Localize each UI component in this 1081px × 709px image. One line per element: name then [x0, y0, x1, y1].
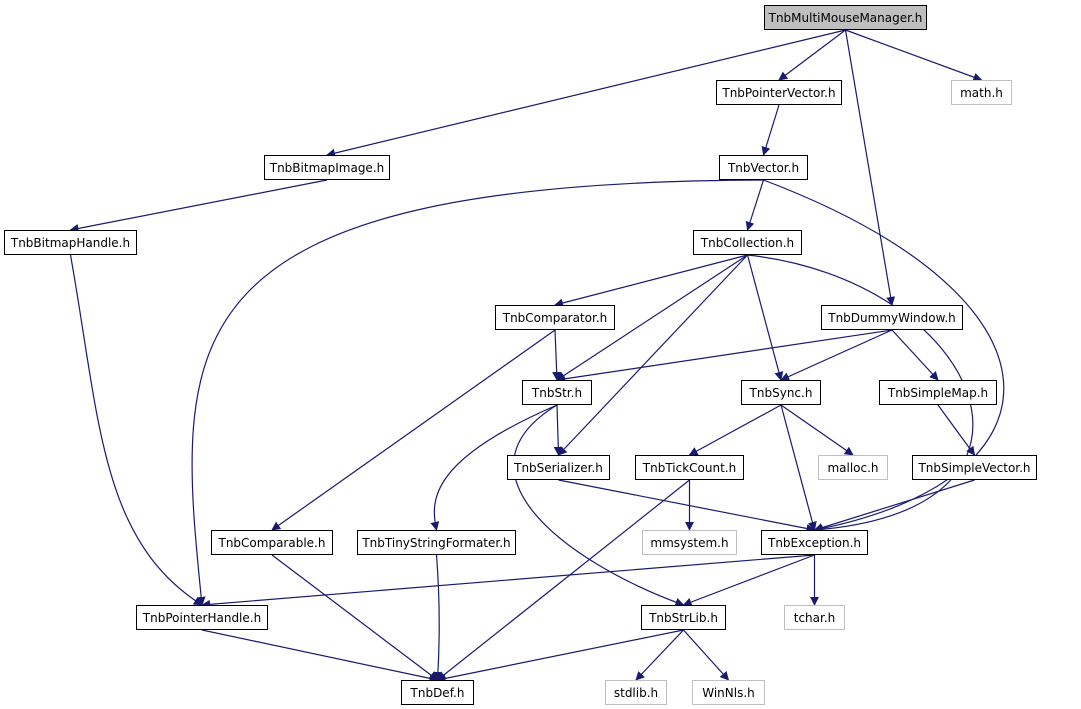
edge-comparable-def — [271, 554, 439, 681]
edge-smap-svec — [937, 404, 976, 456]
edge-strlib-stdlib — [635, 629, 684, 681]
edge-bmpimg-bmphdl — [69, 179, 328, 233]
node-strlib[interactable]: TnbStrLib.h — [641, 605, 726, 630]
node-sync[interactable]: TnbSync.h — [741, 380, 821, 405]
edge-svec-exc — [813, 479, 975, 532]
edge-vector-coll — [745, 179, 765, 231]
edge-dummy-sync — [780, 329, 893, 381]
node-bmphdl[interactable]: TnbBitmapHandle.h — [4, 230, 137, 255]
edge-dummy-smap — [891, 329, 939, 381]
node-svec[interactable]: TnbSimpleVector.h — [912, 455, 1037, 480]
node-tiny[interactable]: TnbTinyStringFormater.h — [357, 530, 516, 555]
edge-sync-malloc — [780, 404, 854, 456]
edge-coll-sync — [746, 254, 784, 381]
edge-mmm-dummy — [844, 29, 896, 306]
edge-str-tiny — [430, 404, 558, 531]
edge-str-strlib — [513, 404, 685, 607]
edge-strlib-def — [436, 629, 684, 683]
edge-coll-comp — [554, 254, 748, 308]
node-dummy[interactable]: TnbDummyWindow.h — [821, 305, 963, 330]
edge-mmm-ptrvec — [778, 29, 846, 81]
node-ptrvec[interactable]: TnbPointerVector.h — [716, 80, 842, 105]
node-def[interactable]: TnbDef.h — [401, 680, 474, 705]
node-comparable[interactable]: TnbComparable.h — [211, 530, 333, 555]
node-ser[interactable]: TnbSerializer.h — [507, 455, 610, 480]
node-tick[interactable]: TnbTickCount.h — [635, 455, 744, 480]
node-math: math.h — [951, 80, 1012, 105]
edge-sync-tick — [688, 404, 782, 456]
edge-coll-ser — [557, 254, 748, 456]
edge-bmphdl-ptrhdl — [69, 254, 203, 606]
edge-exc-strlib — [682, 554, 815, 607]
edge-ser-exc — [558, 479, 816, 533]
node-smap[interactable]: TnbSimpleMap.h — [879, 380, 997, 405]
edge-coll-str — [556, 254, 748, 381]
edge-sync-exc — [780, 404, 817, 531]
edge-dummy-str — [556, 329, 893, 384]
node-comp[interactable]: TnbComparator.h — [495, 305, 615, 330]
node-vector[interactable]: TnbVector.h — [719, 155, 808, 180]
node-mmm[interactable]: TnbMultiMouseManager.h — [764, 5, 927, 30]
node-str[interactable]: TnbStr.h — [522, 380, 592, 405]
edge-ptrhdl-def — [201, 629, 439, 683]
node-ptrhdl[interactable]: TnbPointerHandle.h — [136, 605, 268, 630]
node-tchar: tchar.h — [784, 605, 845, 630]
edge-vector-ptrhdl — [191, 179, 764, 606]
node-mmsys: mmsystem.h — [642, 530, 737, 555]
edge-ptrvec-vector — [761, 104, 780, 156]
edge-mmm-bmpimg — [326, 29, 846, 158]
edge-tick-def — [436, 479, 690, 681]
node-bmpimg[interactable]: TnbBitmapImage.h — [264, 155, 390, 180]
edge-strlib-winnls — [683, 629, 730, 681]
edge-comp-str — [552, 329, 562, 381]
node-stdlib: stdlib.h — [605, 680, 667, 705]
edge-exc-ptrhdl — [201, 554, 815, 609]
node-winnls: WinNls.h — [692, 680, 765, 705]
node-malloc: malloc.h — [818, 455, 888, 480]
node-exc[interactable]: TnbException.h — [761, 530, 868, 555]
node-coll[interactable]: TnbCollection.h — [693, 230, 802, 255]
edge-comp-comparable — [271, 329, 556, 531]
edge-tiny-def — [433, 554, 443, 681]
edge-str-ser — [553, 404, 563, 456]
edge-mmm-math — [845, 29, 983, 82]
